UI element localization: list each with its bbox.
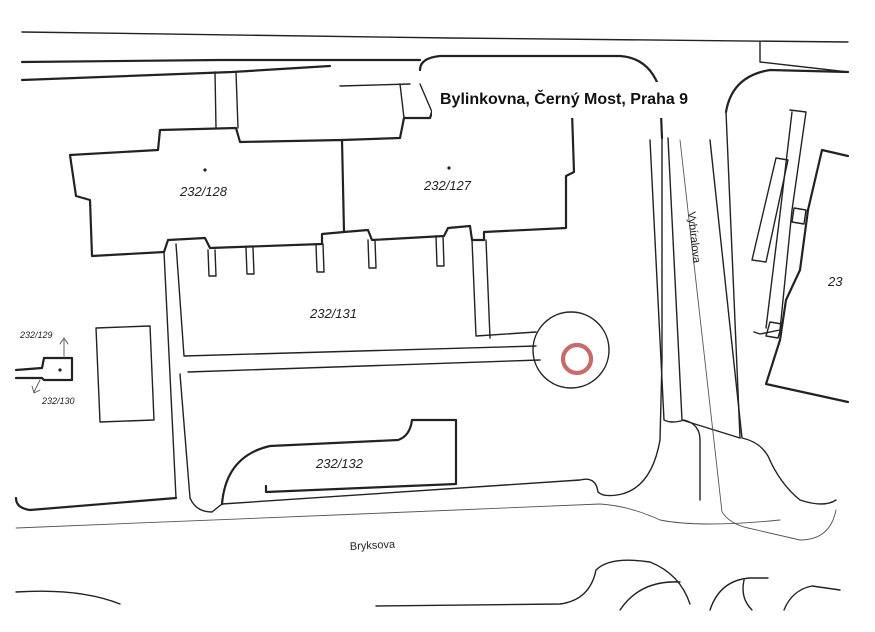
parcel-label-right: 23 <box>827 274 843 289</box>
building-studs <box>207 235 445 277</box>
street-label-vybiralova: Vybíralova <box>685 211 702 264</box>
location-circle-icon <box>560 342 594 376</box>
building-232-127 <box>340 110 576 242</box>
right-buildings <box>751 109 850 404</box>
top-street-lines <box>20 31 850 140</box>
left-lot <box>14 325 155 423</box>
parcel-label-232-130: 232/130 <box>41 396 75 406</box>
bryksova-street-edges <box>14 137 841 611</box>
parcel-label-232-129: 232/129 <box>19 330 53 340</box>
parcel-label-232-127: 232/127 <box>423 178 472 193</box>
parcel-label-232-128: 232/128 <box>179 184 228 199</box>
roundabout <box>532 311 610 389</box>
title-background <box>432 82 722 118</box>
upper-passage-lines <box>214 71 433 129</box>
courtyard-paths <box>163 239 541 513</box>
street-label-bryksova: Bryksova <box>350 539 397 553</box>
parcel-label-232-131: 232/131 <box>309 306 357 321</box>
location-marker <box>560 342 594 376</box>
parcel-label-232-132: 232/132 <box>315 456 364 471</box>
building-232-132 <box>220 418 458 506</box>
map-title: Bylinkovna, Černý Most, Praha 9 <box>440 89 688 108</box>
vybiralova-street-edges <box>649 111 837 541</box>
building-232-128 <box>68 126 346 258</box>
